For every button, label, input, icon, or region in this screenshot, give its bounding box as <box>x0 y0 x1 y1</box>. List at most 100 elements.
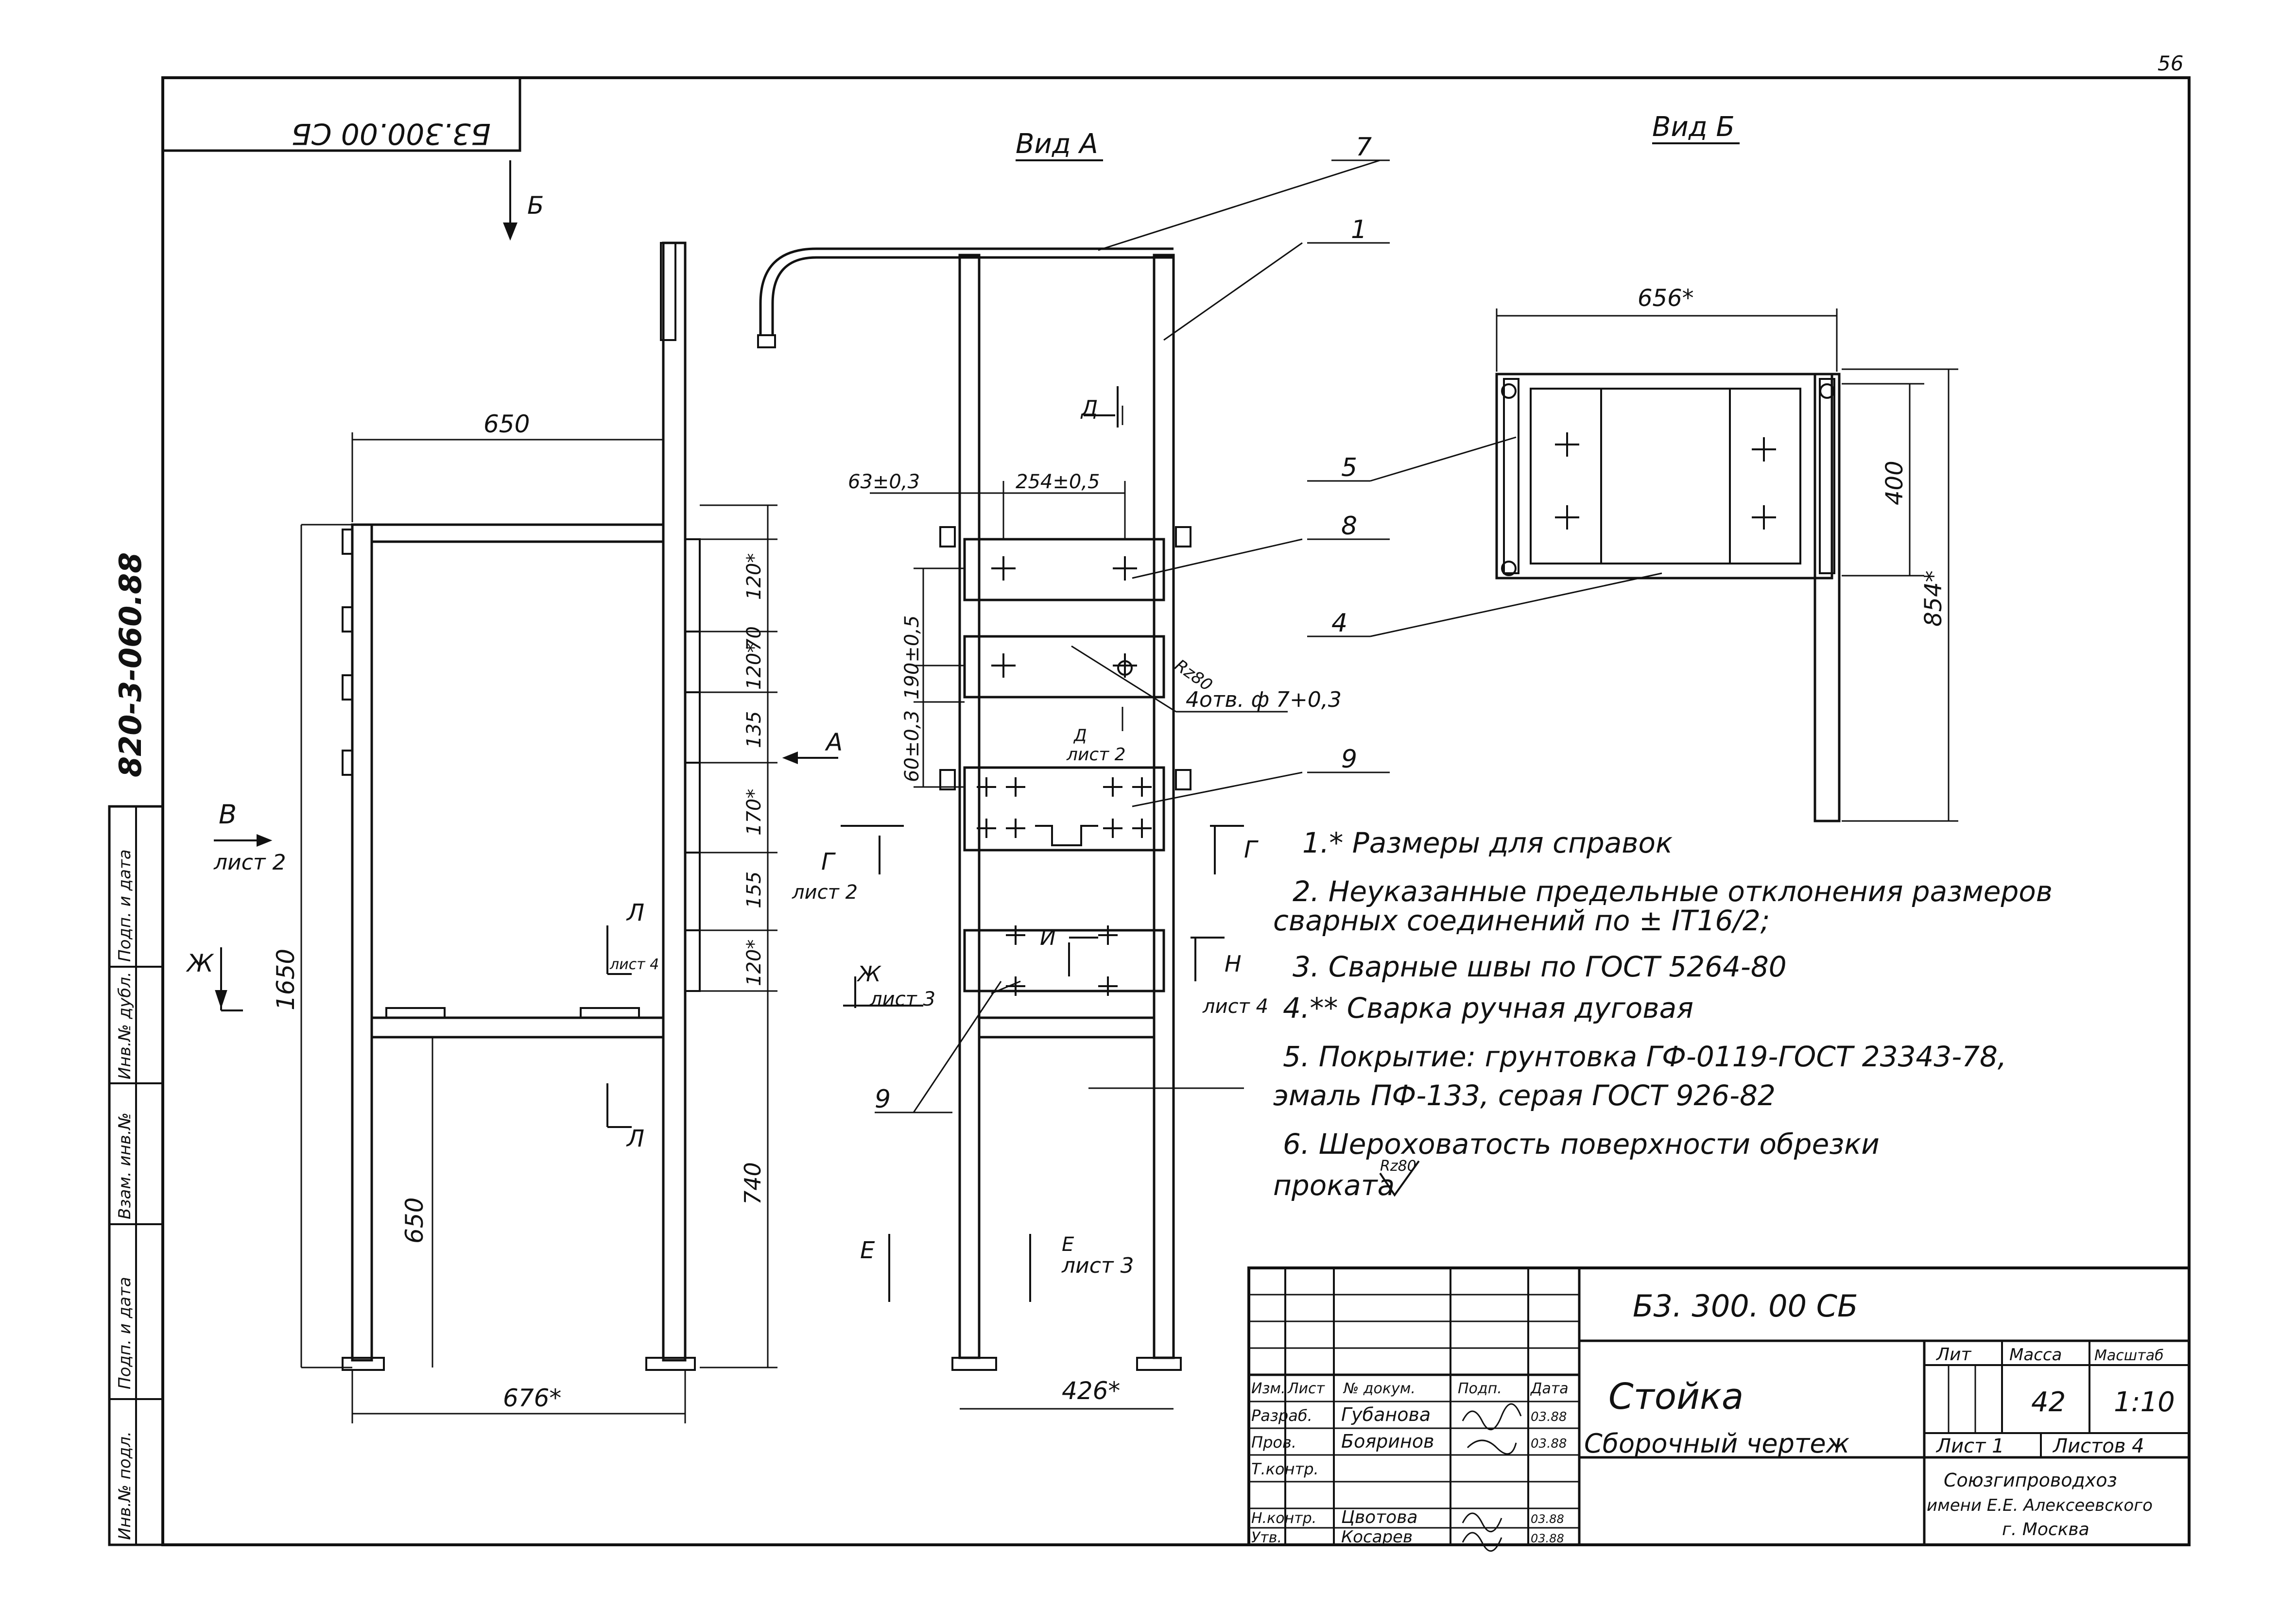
page-number: 56 <box>2158 51 2183 75</box>
marker-zh-left: Ж <box>186 949 214 977</box>
signature-2 <box>1467 1439 1517 1455</box>
dim-656: 656* <box>1638 285 1694 312</box>
note-4: 4.** Сварка ручная дуговая <box>1283 992 1693 1025</box>
marker-d-bottom: Д <box>1073 726 1087 745</box>
dim-254: 254±0,5 <box>1016 471 1100 493</box>
tb-mass: 42 <box>2031 1386 2066 1418</box>
tb-role-1: Разраб. <box>1251 1406 1312 1425</box>
tb-org-1: Союзгипроводхоз <box>1944 1470 2117 1491</box>
marker-zh-mid: Ж <box>856 962 881 987</box>
tb-lit-label: Лит <box>1935 1345 1971 1365</box>
front-view <box>342 241 701 1371</box>
callout-8: 9 <box>1341 745 1357 774</box>
note-2: 2. Неуказанные предельные отклонения раз… <box>1293 875 2053 908</box>
view-b <box>1495 373 1841 822</box>
tb-org-3: г. Москва <box>2002 1520 2089 1539</box>
dim-400: 400 <box>1881 461 1908 505</box>
note-6b: проката <box>1273 1169 1395 1202</box>
dim-135: 135 <box>743 711 765 748</box>
note-6: 6. Шероховатость поверхности обрезки <box>1283 1128 1880 1161</box>
signature-4 <box>1462 1512 1502 1533</box>
dim-155: 155 <box>743 872 765 908</box>
tb-h-sign: Подп. <box>1458 1380 1502 1397</box>
marker-l-top: Л <box>626 899 644 926</box>
tb-name-5: Косарев <box>1341 1527 1413 1547</box>
tb-date-1: 03.88 <box>1531 1410 1567 1424</box>
side-stamp: Инв.№ подл. Подп. и дата Взам. инв.№ Инв… <box>108 805 164 1546</box>
callout-leaders <box>875 159 1662 1113</box>
note-3: 3. Сварные швы по ГОСТ 5264-80 <box>1293 950 1787 983</box>
tb-date-4: 03.88 <box>1531 1512 1564 1526</box>
tb-date-2: 03.88 <box>1531 1436 1567 1451</box>
dim-120c: 120* <box>743 940 765 986</box>
marker-b-top: Б <box>527 191 544 220</box>
callout-5: 7 <box>1356 133 1372 162</box>
marker-zh-sheet: лист 3 <box>869 988 935 1010</box>
stamp-text-3: Взам. инв.№ <box>115 1112 135 1219</box>
marker-e-left: Е <box>860 1237 875 1264</box>
callout-1: 1 <box>1351 215 1367 244</box>
tb-sheets: Листов 4 <box>2052 1435 2144 1457</box>
tb-sheet: Лист 1 <box>1935 1435 2004 1457</box>
tb-role-4: Н.контр. <box>1251 1510 1316 1527</box>
note-1: 1.* Размеры для справок <box>1302 826 1673 859</box>
dim-650-low: 650 <box>400 1197 429 1244</box>
tb-mass-label: Масса <box>2009 1345 2062 1365</box>
roughness-mark <box>1379 1160 1420 1197</box>
callout-9: 9 <box>875 1085 891 1114</box>
tb-name-2: Боярино​в <box>1341 1431 1434 1452</box>
tb-subtitle: Сборочный чертеж <box>1584 1428 1850 1459</box>
tb-scale: 1:10 <box>2114 1386 2175 1418</box>
section-markers-front <box>214 160 838 1128</box>
dim-60: 60±0,3 <box>901 710 923 782</box>
stamp-text-2: Подп. и дата <box>115 1277 135 1389</box>
stamp-text-1: Инв.№ подл. <box>115 1431 135 1540</box>
marker-v-sheet: лист 2 <box>213 850 286 875</box>
tb-name-1: Губанова <box>1341 1404 1431 1425</box>
note-5b: эмаль ПФ-133, серая ГОСТ 926-82 <box>1273 1079 1776 1112</box>
notes: 1.* Размеры для справок 2. Неуказанные п… <box>1273 826 2053 1202</box>
tb-role-3: Т.контр. <box>1251 1460 1319 1478</box>
signature-5 <box>1462 1532 1502 1552</box>
section-markers-view-a <box>841 386 1244 1302</box>
signature-1 <box>1462 1403 1522 1431</box>
outer-frame <box>161 76 2191 1546</box>
dim-190: 190±0,5 <box>901 615 923 700</box>
callout-7: 8 <box>1341 512 1357 541</box>
tb-org-2: имени Е.Е. Алексеевского <box>1927 1496 2153 1515</box>
callout-4: 5 <box>1341 453 1357 482</box>
marker-d: Д <box>1080 396 1098 421</box>
marker-n-sheet: лист 4 <box>1202 995 1268 1018</box>
tb-h-list: Лист <box>1287 1380 1326 1397</box>
callout-3: 4 <box>1331 609 1347 638</box>
marker-g-sheet: лист 2 <box>792 881 858 904</box>
dim-854: 854* <box>1920 570 1947 627</box>
rotated-drawing-code: Б3.300.00 СБ <box>292 117 491 151</box>
code-box <box>161 76 521 152</box>
dim-650-top: 650 <box>483 410 530 438</box>
front-dimensions <box>300 432 777 1423</box>
dim-740: 740 <box>740 1162 766 1205</box>
marker-l-bottom: Л <box>626 1125 644 1152</box>
title-block <box>1247 1266 2191 1546</box>
tb-h-doc: № докум. <box>1343 1380 1416 1397</box>
tb-role-5: Утв. <box>1251 1529 1282 1546</box>
view-a-title: Вид А <box>1016 128 1098 160</box>
tb-scale-label: Масштаб <box>2094 1347 2164 1364</box>
view-b-title: Вид Б <box>1652 111 1735 143</box>
tb-h-date: Дата <box>1530 1380 1569 1397</box>
tb-h-izm: Изм. <box>1251 1380 1286 1397</box>
dim-70: 70 <box>743 626 765 651</box>
marker-v: В <box>219 799 237 830</box>
marker-i: И <box>1040 925 1056 950</box>
view-a-dimensions <box>870 406 1288 1089</box>
marker-a: А <box>825 728 843 756</box>
marker-e-sheet: лист 3 <box>1061 1253 1134 1278</box>
dim-1650: 1650 <box>272 949 300 1010</box>
note-5: 5. Покрытие: грунтовка ГФ-0119-ГОСТ 2334… <box>1283 1040 2006 1073</box>
marker-g-left: Г <box>821 848 836 875</box>
dim-120a: 120* <box>743 553 765 600</box>
dim-120b: 120* <box>743 643 765 690</box>
view-a <box>757 247 1191 1371</box>
